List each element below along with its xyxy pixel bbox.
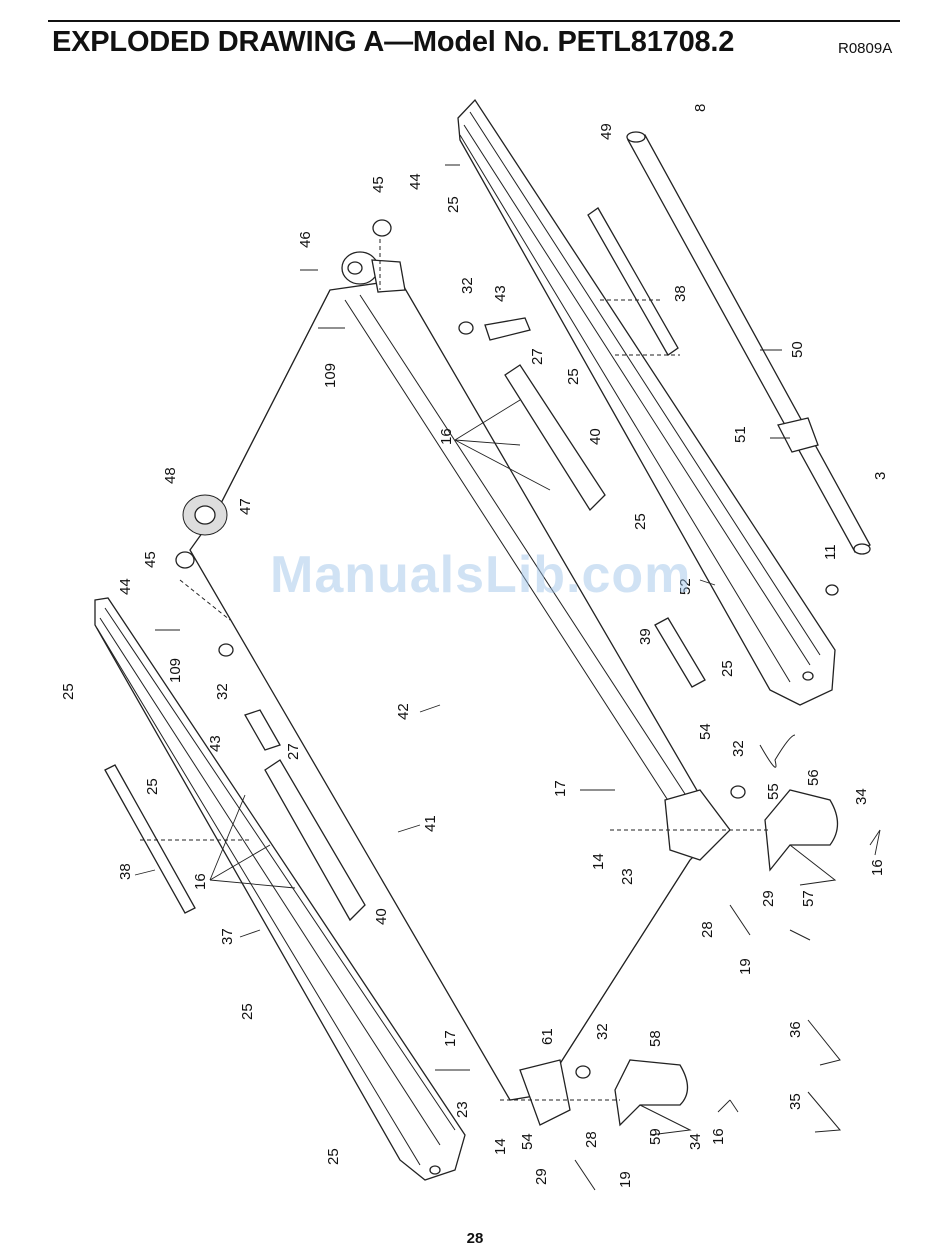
callout-label: 32 [214,683,231,700]
page-number: 28 [0,1230,950,1247]
watermark: ManualsLib.com [270,545,691,605]
callout-label: 45 [370,176,387,193]
callout-label: 25 [565,368,582,385]
callout-label: 55 [765,783,782,800]
callout-label: 57 [800,890,817,907]
callout-label: 45 [142,551,159,568]
callout-label: 41 [422,815,439,832]
callout-label: 58 [647,1030,664,1047]
callout-label: 19 [737,958,754,975]
callout-label: 39 [637,628,654,645]
callout-label: 11 [822,544,839,560]
callout-label: 47 [237,498,254,515]
callout-label: 28 [583,1131,600,1148]
callout-label: 50 [789,341,806,358]
callout-label: 42 [395,703,412,720]
callout-label: 54 [697,723,714,740]
callout-label: 25 [144,778,161,795]
callout-label: 54 [519,1133,536,1150]
callout-label: 16 [869,859,886,876]
callout-label: 25 [632,513,649,530]
callout-label: 25 [60,683,77,700]
callout-label: 109 [167,658,184,683]
callout-label: 43 [492,285,509,302]
callout-label: 59 [647,1128,664,1145]
callout-label: 8 [692,104,709,112]
callout-label: 48 [162,467,179,484]
callout-label: 40 [587,428,604,445]
callout-label: 17 [552,780,569,797]
callout-label: 16 [438,428,455,445]
callout-label: 25 [239,1003,256,1020]
callout-label: 56 [805,769,822,786]
wire-55 [760,735,795,767]
callout-label: 16 [710,1128,727,1145]
callout-label: 34 [853,788,870,805]
callout-label: 32 [594,1023,611,1040]
callout-label: 27 [529,348,546,365]
callout-label: 109 [322,363,339,388]
callout-label: 32 [459,277,476,294]
callout-label: 17 [442,1030,459,1047]
callout-label: 44 [117,578,134,595]
rear-roller [183,495,227,535]
u-bolts [808,1020,840,1132]
callout-label: 29 [760,890,777,907]
callout-label: 14 [590,853,607,870]
callout-label: 14 [492,1138,509,1155]
callout-label: 28 [699,921,716,938]
callout-label: 37 [219,928,236,945]
callout-label: 51 [732,426,749,443]
callout-label: 44 [407,173,424,190]
callout-label: 49 [598,123,615,140]
callout-label: 23 [454,1101,471,1118]
callout-label: 25 [719,660,736,677]
callout-label: 3 [872,472,889,480]
callout-label: 38 [117,863,134,880]
callout-label: 46 [297,231,314,248]
callout-label: 19 [617,1171,634,1188]
callout-label: 40 [373,908,390,925]
callout-label: 29 [533,1168,550,1185]
callout-label: 43 [207,735,224,752]
callout-label: 61 [539,1028,556,1045]
callout-label: 23 [619,868,636,885]
callout-label: 38 [672,285,689,302]
callout-label: 32 [730,740,747,757]
callout-label: 25 [325,1148,342,1165]
callout-label: 36 [787,1021,804,1038]
callout-label: 27 [285,743,302,760]
rear-foot-left [615,1060,690,1135]
rear-foot-right [765,790,838,885]
callout-label: 35 [787,1093,804,1110]
callout-label: 16 [192,873,209,890]
callout-label: 25 [445,196,462,213]
callout-label: 34 [687,1133,704,1150]
